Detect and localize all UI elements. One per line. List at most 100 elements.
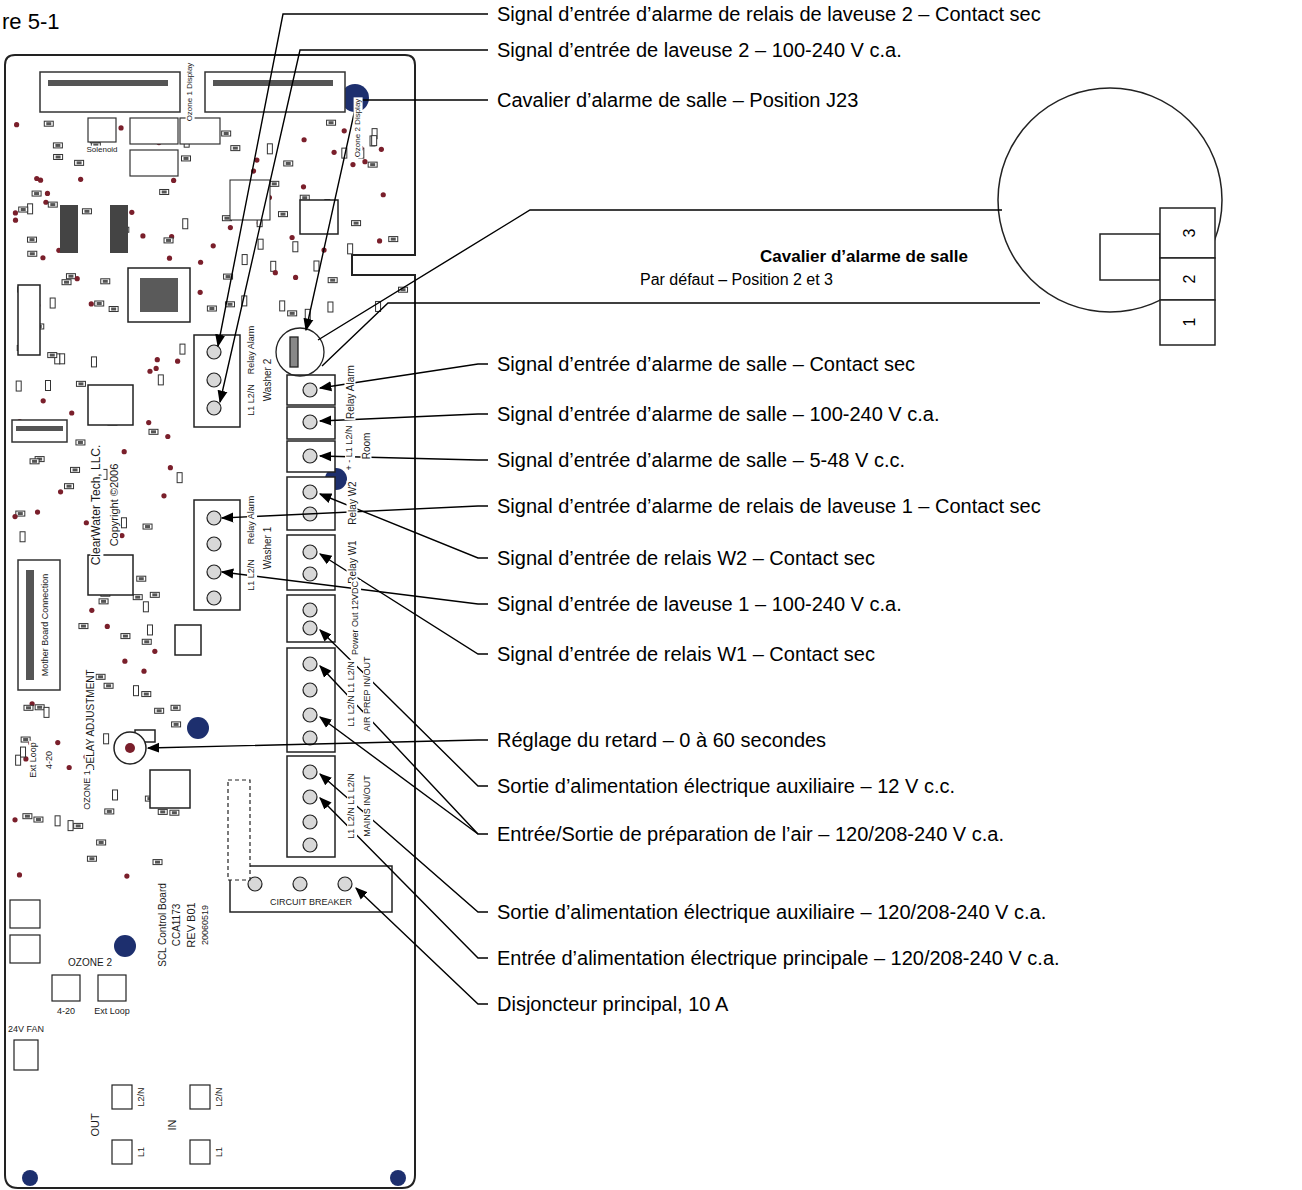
- inset-note: Par défaut – Position 2 et 3: [640, 271, 833, 289]
- smd-components: [12, 120, 407, 878]
- terminal-block: [230, 866, 392, 912]
- jumper-highlight: [276, 328, 324, 376]
- terminal-block: [194, 335, 392, 912]
- smd-part: [45, 191, 50, 196]
- smd-part: [76, 381, 85, 386]
- small-terminal: [52, 975, 80, 1001]
- via-dot: [122, 449, 127, 454]
- smd-part: [109, 307, 118, 312]
- terminal-block: [194, 335, 240, 427]
- smd-part: [133, 595, 142, 600]
- smd-part: [66, 274, 75, 279]
- smd-resistor: [25, 815, 30, 818]
- via-dot: [362, 159, 367, 164]
- smd-resistor: [354, 222, 359, 225]
- callout-label: Signal d’entrée d’alarme de salle – 5-48…: [497, 449, 905, 471]
- smd-resistor: [272, 182, 277, 185]
- smd-part: [105, 624, 110, 629]
- via-dot: [14, 122, 19, 127]
- smd-resistor: [23, 738, 28, 741]
- terminal-screw: [207, 537, 221, 551]
- smd-part: [19, 207, 28, 212]
- smd-resistor: [164, 238, 173, 243]
- silkscreen-label: Ozone 2 Display: [354, 98, 363, 159]
- smd-capacitor: [133, 686, 138, 696]
- smd-part: [41, 398, 46, 403]
- leader-line: [320, 494, 488, 558]
- silkscreen-label: 24V FAN: [7, 1025, 45, 1035]
- smd-resistor: [144, 693, 149, 696]
- transformer: [60, 180, 270, 322]
- via-dot: [89, 608, 94, 613]
- smd-part: [99, 599, 108, 604]
- via-dot: [155, 357, 160, 362]
- connector-pins: [26, 570, 34, 680]
- smd-part: [160, 189, 169, 194]
- smd-part: [50, 298, 55, 308]
- smd-part: [34, 817, 43, 822]
- smd-resistor: [97, 840, 106, 845]
- smd-resistor: [62, 280, 71, 285]
- smd-part: [164, 238, 173, 243]
- smd-resistor: [79, 624, 88, 629]
- smd-resistor: [209, 307, 214, 310]
- jumper-highlight: [290, 337, 298, 367]
- smd-part: [258, 239, 263, 249]
- callout-label: Signal d’entrée d’alarme de salle – Cont…: [497, 353, 915, 375]
- smd-part: [48, 353, 57, 358]
- transformer: [128, 268, 190, 322]
- smd-resistor: [76, 381, 85, 386]
- smd-part: [141, 669, 146, 674]
- ic-chip: [88, 385, 133, 425]
- smd-part: [350, 162, 355, 167]
- smd-part: [172, 722, 181, 727]
- smd-part: [331, 150, 336, 155]
- smd-resistor: [99, 599, 108, 604]
- smd-resistor: [158, 809, 167, 814]
- jumper-inset: [1160, 208, 1215, 258]
- via-dot: [228, 225, 233, 230]
- header-connector: [205, 72, 345, 112]
- solenoid-connector: [130, 150, 178, 176]
- smd-part: [198, 260, 203, 265]
- circuit-board: [5, 55, 415, 1188]
- smd-resistor: [23, 814, 32, 819]
- smd-resistor: [207, 306, 216, 311]
- smd-part: [155, 357, 160, 362]
- callout-label: Signal d’entrée d’alarme de salle – 100-…: [497, 403, 940, 425]
- smd-resistor: [35, 705, 44, 710]
- figure-number: re 5-1: [2, 10, 59, 34]
- via-dot: [154, 366, 159, 371]
- jumper-inset: [1160, 300, 1215, 345]
- smd-resistor: [352, 221, 361, 226]
- terminal-block: [287, 648, 335, 752]
- silkscreen-label: Relay Alarm: [345, 364, 356, 420]
- smd-part: [89, 608, 94, 613]
- via-dot: [75, 276, 80, 281]
- smd-resistor: [77, 161, 82, 164]
- via-dot: [119, 533, 124, 538]
- smd-resistor: [46, 122, 51, 125]
- smd-capacitor: [271, 261, 276, 271]
- terminal-screw: [207, 345, 221, 359]
- smd-part: [143, 524, 152, 529]
- terminal-screw: [303, 765, 317, 779]
- smd-resistor: [143, 524, 152, 529]
- smd-capacitor: [242, 255, 247, 265]
- smd-capacitor: [28, 204, 33, 214]
- smd-capacitor: [348, 244, 353, 254]
- via-dot: [167, 256, 172, 261]
- smd-part: [278, 212, 287, 217]
- ic-chip: [150, 770, 190, 808]
- terminal-screw: [303, 731, 317, 745]
- callout-label: Sortie d’alimentation électrique auxilia…: [497, 901, 1046, 923]
- smd-part: [79, 624, 88, 629]
- smd-part: [183, 219, 188, 229]
- silkscreen-label: L2/N: [215, 1086, 225, 1107]
- smd-resistor: [89, 857, 94, 860]
- smd-resistor: [48, 202, 57, 207]
- smd-resistor: [170, 810, 179, 815]
- smd-part: [28, 204, 33, 214]
- smd-resistor: [87, 856, 96, 861]
- smd-part: [105, 809, 114, 814]
